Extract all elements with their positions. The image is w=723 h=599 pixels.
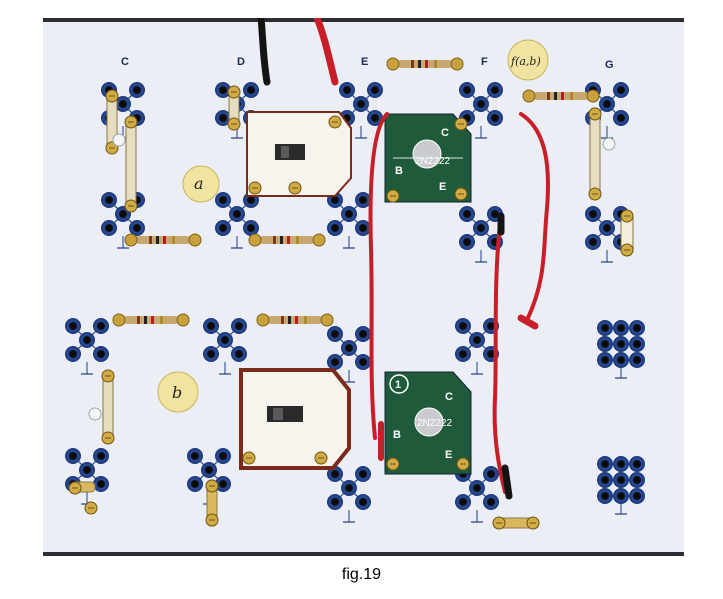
label-tag-b-text: b — [172, 383, 182, 402]
transistor-label-bottom: 2N2222 — [417, 418, 452, 429]
label-tag-function-text: f(a,b) — [510, 55, 541, 68]
label-tag-function: f(a,b) — [507, 39, 549, 81]
transistor-board-top: 2N2222 B C E — [384, 113, 472, 203]
column-label-e: E — [361, 56, 368, 68]
pin-label-b-top: B — [395, 165, 403, 177]
label-tag-a-text: a — [194, 174, 204, 193]
number-badge: 1 — [395, 379, 401, 391]
label-tag-b: b — [157, 371, 199, 413]
pin-label-e-bottom: E — [445, 449, 452, 461]
figure-caption: fig.19 — [341, 566, 382, 583]
pin-label-e-top: E — [439, 181, 446, 193]
switch-module-bottom — [239, 368, 351, 470]
column-label-g: G — [605, 59, 614, 71]
led-components — [88, 133, 616, 421]
pin-label-c-top: C — [441, 127, 449, 139]
column-label-d: D — [237, 56, 245, 68]
transistor-label-top: 2N2222 — [415, 156, 450, 167]
column-label-c: C — [121, 56, 129, 68]
pin-label-c-bottom: C — [445, 391, 453, 403]
wires — [257, 18, 550, 500]
transistor-board-bottom: 1 2N2222 B C E — [384, 371, 472, 475]
circuit-board-photo: C D E F G — [43, 18, 684, 556]
switch-module-top — [246, 111, 352, 197]
column-label-f: F — [481, 56, 488, 68]
link-strips — [68, 85, 634, 530]
label-tag-a: a — [182, 165, 220, 203]
pin-label-b-bottom: B — [393, 429, 401, 441]
